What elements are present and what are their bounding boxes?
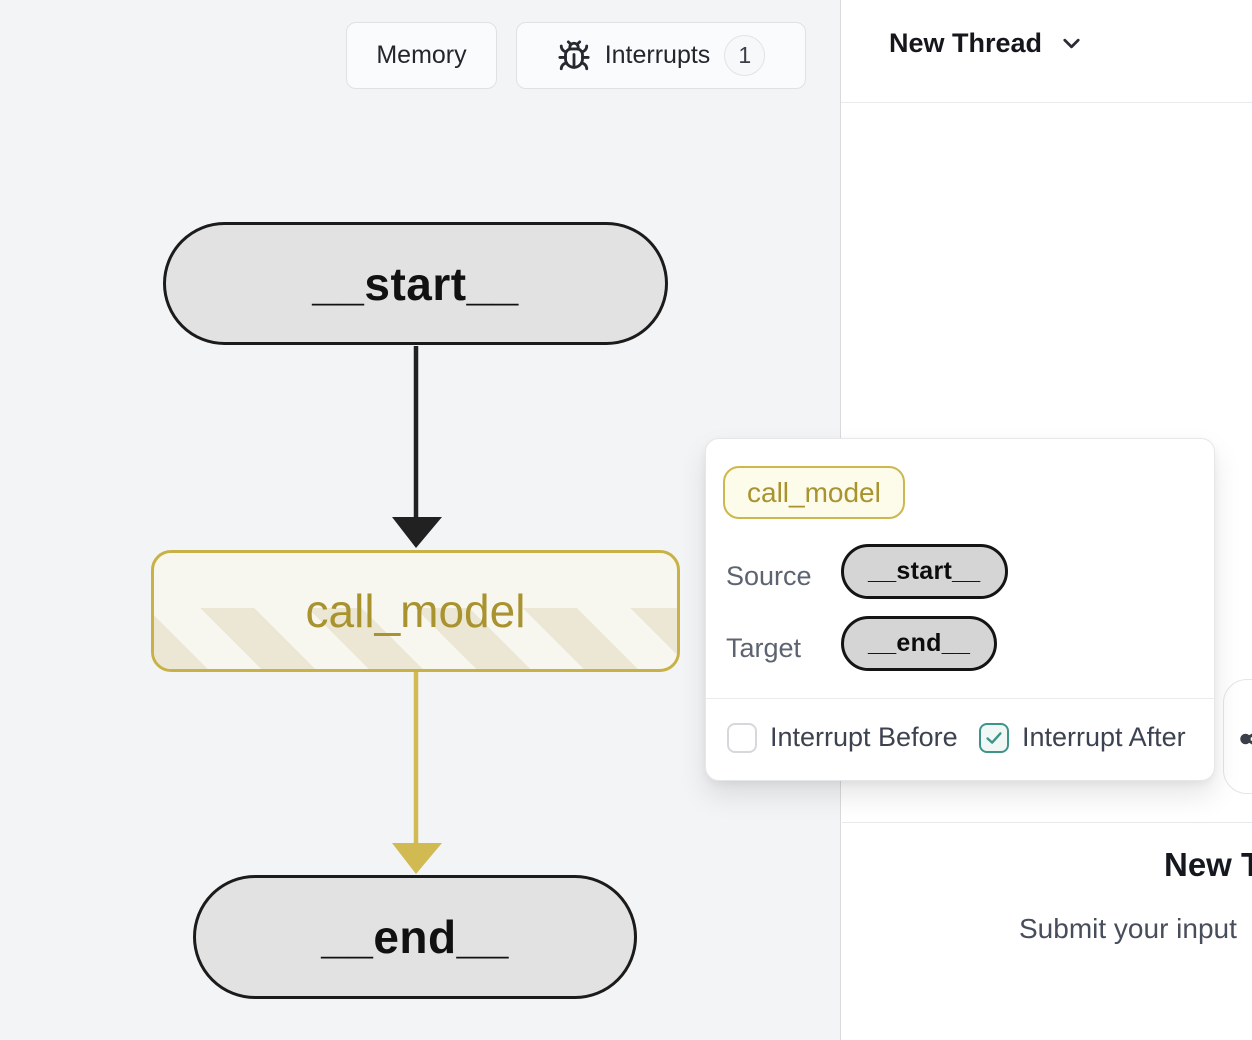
interrupt-before-option[interactable]: Interrupt Before bbox=[727, 722, 958, 753]
memory-button[interactable]: Memory bbox=[346, 22, 497, 89]
node-end[interactable]: __end__ bbox=[193, 875, 637, 999]
thread-selector[interactable]: New Thread bbox=[889, 28, 1085, 59]
target-value: __end__ bbox=[868, 629, 971, 657]
node-chip-label: call_model bbox=[747, 476, 881, 508]
thread-selector-label: New Thread bbox=[889, 28, 1043, 58]
source-value: __start__ bbox=[868, 557, 981, 585]
edge-start-arrowhead bbox=[392, 517, 442, 548]
active-node-stripes bbox=[154, 608, 677, 669]
node-details-popup: call_model Source __start__ Target __end… bbox=[705, 438, 1215, 781]
node-call-model-label: call_model bbox=[305, 585, 526, 637]
interrupts-count-badge: 1 bbox=[724, 35, 766, 76]
bug-icon bbox=[557, 39, 591, 73]
target-value-pill: __end__ bbox=[841, 616, 998, 671]
interrupts-button[interactable]: Interrupts 1 bbox=[516, 22, 806, 89]
node-start-label: __start__ bbox=[312, 257, 519, 310]
graph-canvas[interactable]: Memory Interrupts 1 bbox=[0, 0, 841, 1040]
popup-divider bbox=[706, 698, 1214, 699]
graph-edges bbox=[392, 346, 442, 874]
interrupt-after-checkbox[interactable] bbox=[979, 722, 1009, 753]
empty-state-title: New Thread bbox=[1164, 846, 1252, 883]
input-action-card[interactable] bbox=[1223, 679, 1252, 794]
target-label: Target bbox=[726, 633, 802, 663]
edge-callmodel-arrowhead bbox=[392, 843, 442, 874]
interrupt-before-checkbox[interactable] bbox=[727, 722, 757, 753]
node-chip[interactable]: call_model bbox=[723, 466, 905, 519]
interrupt-after-option[interactable]: Interrupt After bbox=[979, 722, 1186, 753]
interrupts-button-label: Interrupts bbox=[604, 41, 711, 69]
empty-state-subtitle: Submit your input bbox=[1019, 913, 1237, 944]
branch-icon bbox=[1238, 724, 1252, 754]
source-label: Source bbox=[726, 561, 812, 591]
node-start[interactable]: __start__ bbox=[163, 222, 668, 345]
thread-panel-header: New Thread bbox=[841, 0, 1252, 103]
interrupt-after-label: Interrupt After bbox=[1022, 722, 1186, 752]
panel-section-divider bbox=[842, 822, 1252, 823]
chevron-down-icon bbox=[1058, 30, 1085, 57]
node-end-label: __end__ bbox=[321, 911, 509, 963]
node-call-model[interactable]: call_model bbox=[151, 550, 680, 672]
interrupt-before-label: Interrupt Before bbox=[770, 722, 958, 752]
source-value-pill: __start__ bbox=[841, 544, 1008, 599]
memory-button-label: Memory bbox=[376, 41, 467, 69]
